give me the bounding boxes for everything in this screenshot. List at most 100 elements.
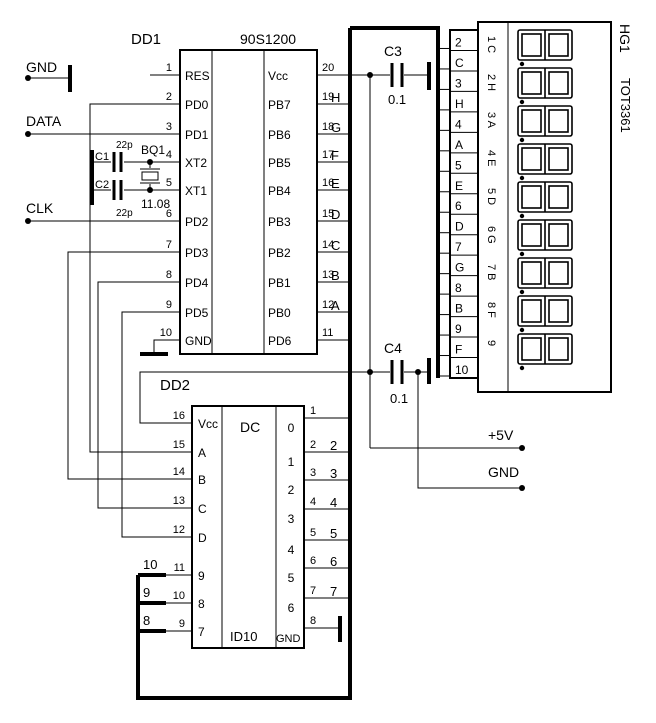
hg1-side-labels: 1 C2 H3 A4 E5 D6 G7 B8 F9 [485,36,497,346]
dd1-ref: DD1 [131,31,161,48]
dd2-left-pin-num: 9 [179,618,185,630]
dd2-left-pin-label: 7 [198,625,205,639]
c2-ref: C2 [95,179,109,191]
dd2-right-pin-label: 5 [288,571,295,585]
hg1-pin-label: B [455,302,463,316]
hg1-part: TOT3361 [618,78,633,133]
dd1-left-pin-label: RES [185,69,210,83]
vplus-terminal [519,445,525,451]
decoupling: C3 0.1 C4 0.1 +5V GND [304,43,525,642]
dd2-left-pin-num: 11 [174,562,185,574]
dd1-right-pin-label: PB5 [268,156,291,170]
dd2-right-pin-label: 6 [288,601,295,615]
c4-ref: C4 [384,340,402,356]
dd1-net-label: A [331,298,340,313]
dd1-right-pin-num: 14 [322,239,334,251]
dd2-right-pin-label: 3 [288,512,295,526]
dd1-pins: 1RES2PD03PD14XT25XT16PD27PD38PD49PD510GN… [150,62,350,348]
dd2-right-pin-num: 5 [310,527,316,539]
c1-ref: C1 [95,151,109,163]
crystal-ref: BQ1 [141,143,165,157]
dd1-left-pin-label: GND [185,334,212,348]
gnd2-terminal [519,485,525,491]
dd2-left-pin-label: B [198,473,206,487]
hg1-pin-label: 8 [455,281,462,295]
hg1-side-label: 2 H [485,74,497,91]
dd2-left-pin-num: 12 [173,524,185,536]
dd2-bus-net-label: 4 [330,495,337,510]
seven-segment-digit [517,29,573,67]
clk-label: CLK [26,200,54,216]
dd2-bus-net-label: 6 [330,554,337,569]
dd1-left-pin-num: 1 [166,62,172,74]
dd1-left-pin-label: PD2 [185,215,209,229]
hg1-side-label: 9 [485,340,497,346]
c1-value: 22p [116,140,133,151]
dd2-bus-label: 8 [143,613,150,628]
hg1-pin-label: 7 [455,240,462,254]
dd2-bus-label: 9 [143,585,150,600]
c4-value: 0.1 [390,391,408,406]
hg1-pin-label: 5 [455,158,462,172]
seven-segment-digit [517,295,573,333]
dd1-right-pin-label: PB1 [268,276,291,290]
dd1-right-pin-num: 18 [322,121,334,133]
dd1-right-pin-num: 20 [322,62,334,74]
dd1-net-label: D [331,207,340,222]
dd2-left-pin-label: A [198,446,206,460]
hg1-side-label: 7 B [485,264,497,281]
hg1-pin-label: D [455,220,464,234]
dd1-left-pin-num: 3 [166,121,172,133]
hg1-pin-label: 3 [455,76,462,90]
dd1-net-label: F [331,148,339,163]
hg1-pin-label: G [455,261,464,275]
dd2-left-pin-label: D [198,531,207,545]
seven-segment-digit [517,333,573,371]
dd2-left-pin-label: 8 [198,597,205,611]
dd2-right-pin-label: 0 [288,421,295,435]
seven-segment-digit [517,143,573,181]
dd1-left-pin-num: 8 [166,269,172,281]
dd2-right-pin-num: 2 [310,439,316,451]
dd1-net-label: G [331,120,341,135]
dd2-right-pin-num: 7 [310,585,316,597]
dd1-left-pin-label: PD0 [185,98,209,112]
hg1-pin-label: E [455,179,463,193]
dd1-right-pin-num: 13 [322,269,334,281]
hg1-pin-label: 2 [455,35,462,49]
crystal-symbol [141,171,159,181]
hg1-pin-label: 9 [455,322,462,336]
dd2-bus-net-label: 2 [330,438,337,453]
dd2-bus-net-label: 3 [330,466,337,481]
hg1-side-label: 4 E [485,150,497,167]
dd1-right-pin-label: PB2 [268,246,291,260]
dd1-left-pin-label: PD3 [185,246,209,260]
dd1-right-pin-label: PB7 [268,98,291,112]
dd2-part: ID10 [230,629,257,644]
dd1-left-pin-num: 2 [166,91,172,103]
c3-value: 0.1 [388,92,406,107]
hg1-pin-label: 6 [455,199,462,213]
dd1-left-pin-label: XT1 [185,184,207,198]
dd1-right-pin-label: PB4 [268,184,291,198]
dd1-left-pin-label: PD1 [185,128,209,142]
dd2-pins: 16Vcc15A14B13C12D11910108997810212323434… [143,405,350,645]
hg1-side-label: 3 A [485,112,497,129]
dd1-part: 90S1200 [240,31,296,47]
dd2-right-pin-label: 2 [288,483,295,497]
dd1-right-pin-num: 11 [322,327,333,339]
dd1-net-label: C [331,238,340,253]
dd1-left-pin-label: PD5 [185,306,209,320]
dd2-left-pin-num: 13 [173,495,185,507]
dd2-right-pin-num: 1 [310,405,316,417]
crystal-value: 11.08 [141,197,170,211]
seven-segment-digit [517,257,573,295]
hg1-ref: HG1 [617,24,633,53]
dd2-right-pin-label: GND [276,633,301,645]
dd1-right-pin-num: 15 [322,208,334,220]
dd2-bus-label: 10 [143,557,157,572]
display-bus-left [136,28,352,700]
hg1-pin-label: 4 [455,117,462,131]
dd2-left-pin-num: 15 [173,439,185,451]
